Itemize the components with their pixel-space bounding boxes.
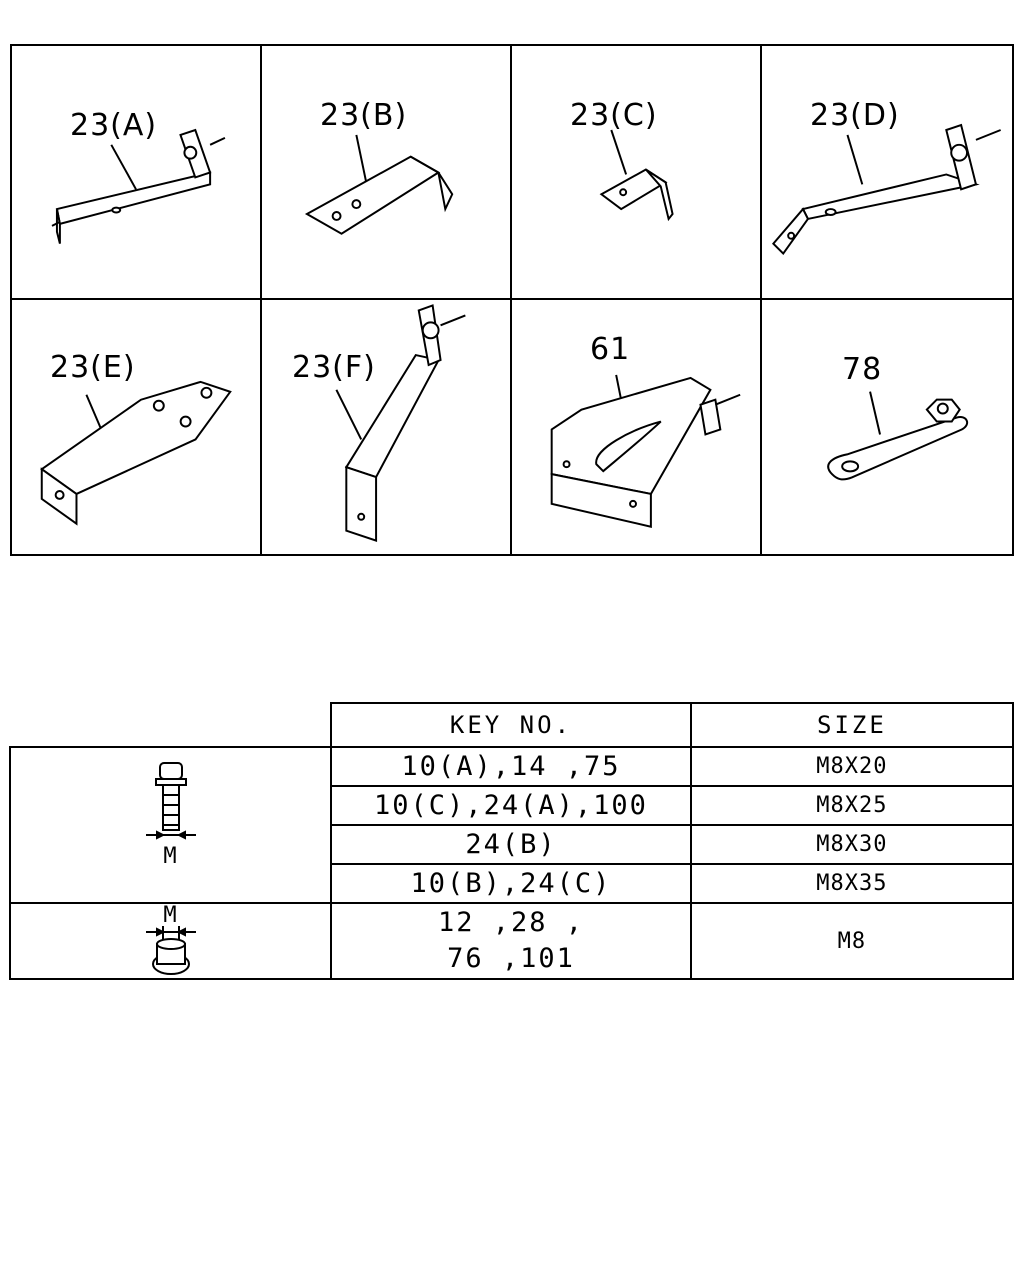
table-row: M 12 ,28 , 76 ,101 M8	[8, 902, 1015, 980]
bolt-icon: M	[145, 762, 196, 869]
part-label-23e: 23(E)	[50, 350, 136, 385]
part-cell-23e: 23(E)	[12, 300, 262, 554]
bolt-icon-cell: M	[8, 746, 333, 904]
plate-78-drawing	[827, 391, 969, 481]
key-no-header: KEY NO.	[330, 702, 692, 748]
fastener-table: KEY NO. SIZE M 10(A),14 ,75 M8X20 10(C),…	[8, 702, 1015, 980]
nut-size-cell: M8	[689, 902, 1015, 980]
key-no-cell: 10(B),24(C)	[330, 863, 692, 904]
bracket-23d-drawing	[772, 123, 1002, 256]
nut-icon-cell: M	[8, 902, 333, 980]
part-cell-78: 78	[762, 300, 1012, 554]
part-label-23f: 23(F)	[292, 350, 376, 385]
part-label-78: 78	[842, 352, 883, 387]
key-no-cell: 24(B)	[330, 824, 692, 865]
bracket-23f-drawing	[335, 304, 466, 542]
size-header: SIZE	[689, 702, 1015, 748]
part-label-23d: 23(D)	[810, 98, 900, 133]
bracket-23b-drawing	[304, 134, 454, 235]
nut-key-no-cell: 12 ,28 , 76 ,101	[330, 902, 692, 980]
part-label-23a: 23(A)	[70, 108, 158, 143]
table-row: M 10(A),14 ,75 M8X20	[8, 746, 1015, 904]
part-cell-61: 61	[512, 300, 762, 554]
bracket-23c-drawing	[599, 129, 674, 222]
nut-key-no-line2: 76 ,101	[447, 943, 575, 974]
bracket-61-drawing	[550, 374, 741, 528]
table-corner	[10, 703, 333, 748]
part-cell-23c: 23(C)	[512, 46, 762, 300]
nut-icon: M	[145, 904, 196, 975]
key-no-cell: 10(A),14 ,75	[330, 746, 692, 787]
table-row: 10(B),24(C) M8X35	[10, 863, 1015, 904]
bolt-m-label: M	[163, 844, 178, 869]
table-row: 24(B) M8X30	[10, 824, 1015, 865]
part-label-61: 61	[590, 332, 631, 367]
size-cell: M8X30	[689, 824, 1015, 865]
part-label-23b: 23(B)	[320, 98, 408, 133]
table-header-row: KEY NO. SIZE	[10, 702, 1015, 748]
bracket-23a-drawing	[51, 128, 226, 244]
part-cell-23a: 23(A)	[12, 46, 262, 300]
bracket-23e-drawing	[40, 380, 232, 526]
key-no-cell: 10(C),24(A),100	[330, 785, 692, 826]
part-label-23c: 23(C)	[570, 98, 658, 133]
size-cell: M8X35	[689, 863, 1015, 904]
size-cell: M8X20	[689, 746, 1015, 787]
part-cell-23f: 23(F)	[262, 300, 512, 554]
nut-m-label: M	[163, 904, 178, 928]
nut-key-no-line1: 12 ,28 ,	[437, 907, 584, 938]
part-cell-23d: 23(D)	[762, 46, 1012, 300]
part-cell-23b: 23(B)	[262, 46, 512, 300]
table-row: 10(C),24(A),100 M8X25	[10, 785, 1015, 826]
parts-grid: 23(A) 23(B) 23(C)	[10, 44, 1014, 556]
size-cell: M8X25	[689, 785, 1015, 826]
